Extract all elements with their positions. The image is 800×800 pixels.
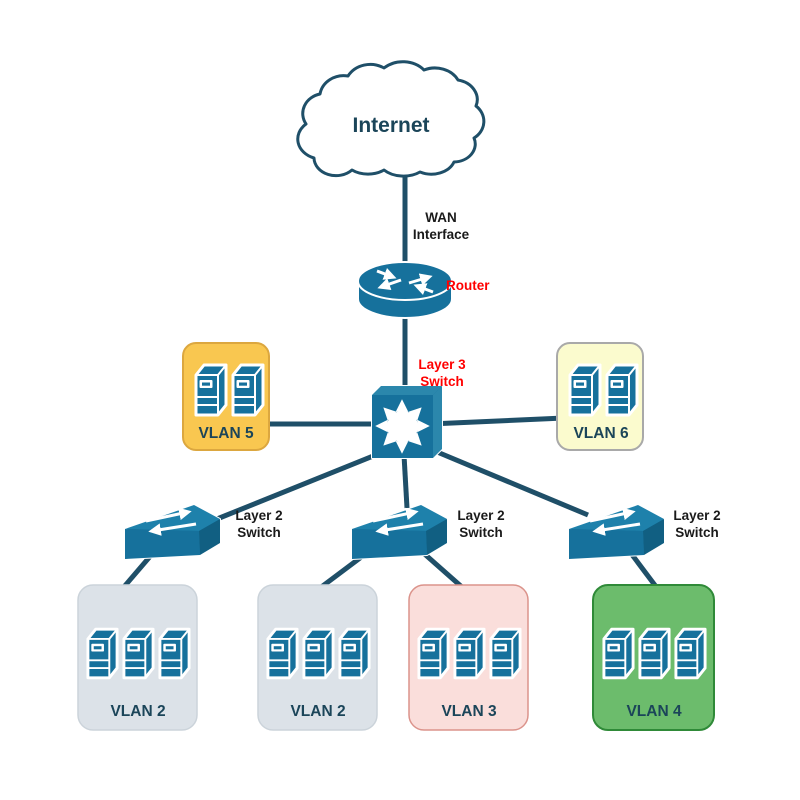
vlan6-label: VLAN 6 [573,425,629,442]
layer3-switch-label: Layer 3 Switch [418,357,466,389]
server-icon[interactable] [417,627,450,680]
vlan3-label: VLAN 3 [441,703,497,720]
server-icon[interactable] [674,627,707,680]
wan-interface-label: WAN Interface [413,210,470,242]
vlan5-label: VLAN 5 [198,425,254,442]
server-icon[interactable] [231,363,265,417]
svg-text:Interface: Interface [413,227,470,242]
layer2-switch-label-2: Layer 2 Switch [457,508,504,540]
link-l2switch3-vlan4 [628,550,659,590]
layer2-switch-icon-1[interactable] [125,505,220,559]
layer2-switch-label-3: Layer 2 Switch [673,508,720,540]
router-icon[interactable] [357,261,453,319]
server-icon[interactable] [158,627,191,680]
server-icon[interactable] [194,363,228,417]
svg-text:Layer 2: Layer 2 [457,508,504,523]
server-icon[interactable] [602,627,635,680]
link-l3switch-l2switch-1 [211,449,384,524]
link-l2switch2-vlan3 [418,548,465,590]
server-icon[interactable] [266,627,299,680]
link-l2switch1-vlan2a [121,551,155,590]
internet-label: Internet [352,114,429,137]
server-icon[interactable] [122,627,155,680]
server-icon[interactable] [86,627,119,680]
server-icon[interactable] [302,627,335,680]
vlan4-label: VLAN 4 [626,703,682,720]
layer2-switch-label-1: Layer 2 Switch [235,508,282,540]
svg-text:Switch: Switch [237,525,281,540]
layer2-switch-icon-2[interactable] [352,505,447,559]
svg-text:Switch: Switch [459,525,503,540]
svg-text:WAN: WAN [425,210,457,225]
link-l3switch-l2switch-2 [401,454,410,509]
svg-text:Layer 3: Layer 3 [418,357,466,372]
server-icon[interactable] [453,627,486,680]
server-icon[interactable] [338,627,371,680]
svg-text:Switch: Switch [420,374,464,389]
svg-text:Layer 2: Layer 2 [673,508,720,523]
layer3-switch-icon[interactable] [371,385,443,459]
link-l3switch-l2switch-3 [429,446,589,518]
vlan2b-label: VLAN 2 [290,703,345,720]
svg-text:Layer 2: Layer 2 [235,508,282,523]
server-icon[interactable] [489,627,522,680]
link-l3switch-vlan6 [429,415,565,427]
router-label: Router [446,278,490,293]
vlan2a-label: VLAN 2 [110,703,165,720]
internet-cloud-icon[interactable]: Internet [296,60,486,178]
svg-text:Switch: Switch [675,525,719,540]
server-icon[interactable] [605,363,639,417]
server-icon[interactable] [568,363,602,417]
server-icon[interactable] [638,627,671,680]
